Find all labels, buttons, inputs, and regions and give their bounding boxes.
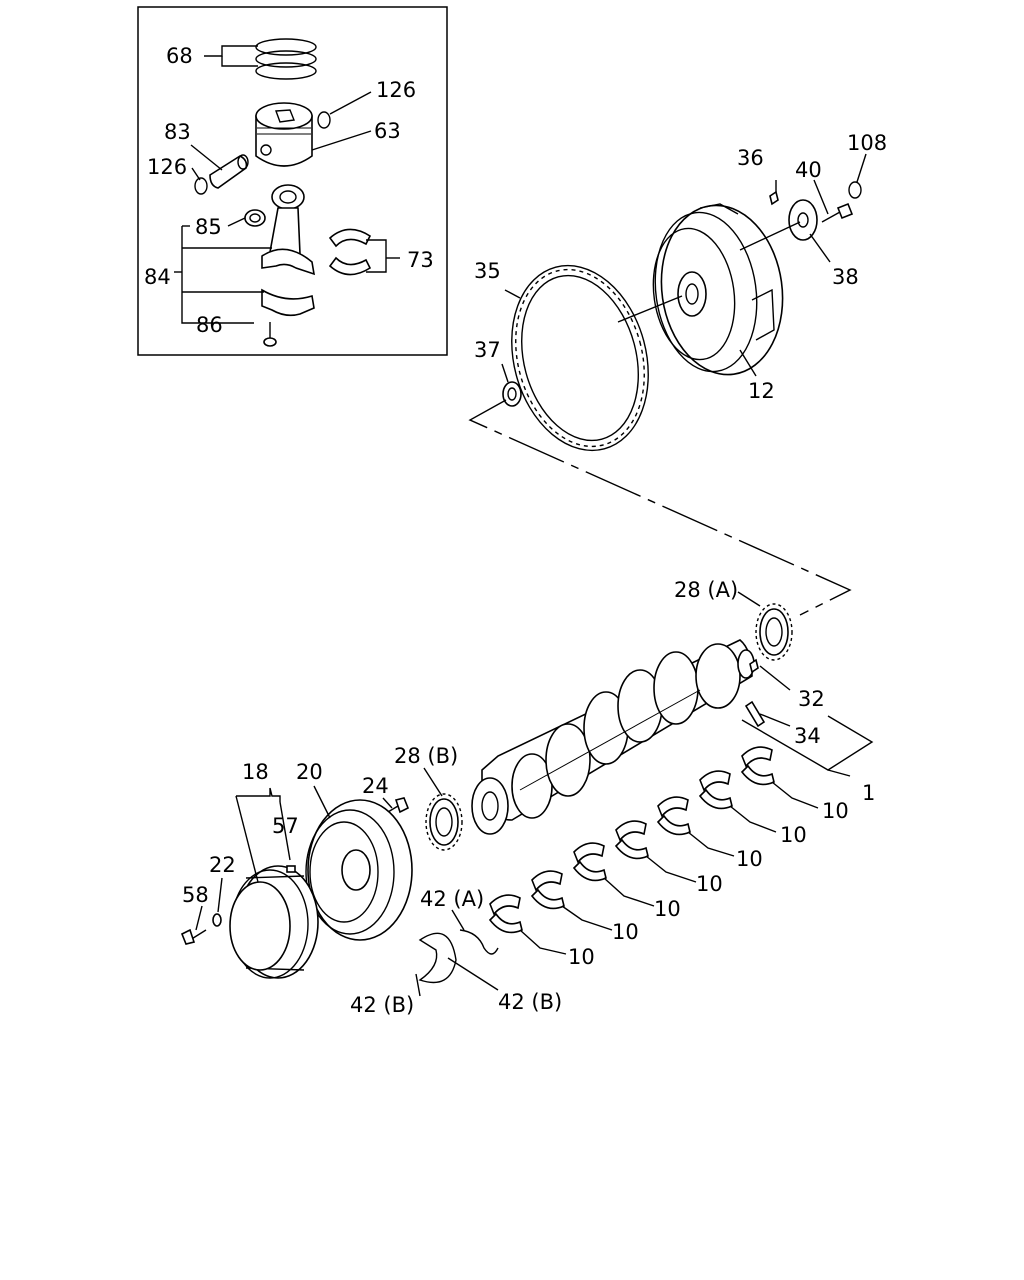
rod-bolt <box>263 322 277 347</box>
label-20: 20 <box>296 760 323 784</box>
inset-leader-lines <box>174 45 400 324</box>
label-10-e: 10 <box>736 847 763 871</box>
label-84: 84 <box>144 265 171 289</box>
label-10-b: 10 <box>612 920 639 944</box>
rod-bearings <box>328 228 372 276</box>
label-22: 22 <box>209 853 236 877</box>
label-73: 73 <box>407 248 434 272</box>
label-10-a: 10 <box>568 945 595 969</box>
crank-gear-b <box>425 793 463 851</box>
bolt-24 <box>387 797 410 814</box>
label-1: 1 <box>862 781 875 805</box>
rod-cap <box>261 288 315 317</box>
label-40: 40 <box>795 158 822 182</box>
label-34: 34 <box>794 724 821 748</box>
ring-gear <box>511 264 649 452</box>
flywheel-plate <box>788 199 818 241</box>
crank-pin-34 <box>744 700 766 728</box>
circlip-lower <box>194 177 208 195</box>
label-36: 36 <box>737 146 764 170</box>
crank-gear-a <box>755 603 793 661</box>
label-10-g: 10 <box>822 799 849 823</box>
flywheel-bolt <box>821 202 854 223</box>
label-63: 63 <box>374 119 401 143</box>
crankshaft <box>471 639 755 835</box>
label-58: 58 <box>182 883 209 907</box>
label-108: 108 <box>847 131 887 155</box>
dowel-pin-36 <box>769 190 779 206</box>
label-83: 83 <box>164 120 191 144</box>
crank-leader-lines <box>195 591 874 997</box>
pin-57 <box>286 865 296 873</box>
label-42b-left: 42 (B) <box>350 993 414 1017</box>
circlip-upper <box>317 111 331 129</box>
small-end-bushing <box>244 209 266 227</box>
washer-22 <box>212 913 222 927</box>
label-126-lower: 126 <box>147 155 187 179</box>
label-85: 85 <box>195 215 222 239</box>
label-12: 12 <box>748 379 775 403</box>
label-28a: 28 (A) <box>674 578 738 602</box>
torsional-damper <box>229 865 319 979</box>
piston-pin <box>209 154 249 189</box>
o-ring-108 <box>848 181 862 199</box>
thrust-washer-42a <box>459 929 499 955</box>
piston <box>255 102 313 167</box>
main-bearings <box>488 746 775 934</box>
bolt-58 <box>180 928 207 945</box>
piston-rings <box>255 38 317 80</box>
label-24: 24 <box>362 774 389 798</box>
label-86: 86 <box>196 313 223 337</box>
label-10-d: 10 <box>696 872 723 896</box>
crank-key-32 <box>749 658 759 674</box>
label-42b-right: 42 (B) <box>498 990 562 1014</box>
label-38: 38 <box>832 265 859 289</box>
inset-frame <box>137 6 448 356</box>
label-32: 32 <box>798 687 825 711</box>
crank-pulley <box>305 799 413 941</box>
label-10-f: 10 <box>780 823 807 847</box>
flywheel <box>652 203 784 376</box>
thrust-washer-42b <box>418 932 457 984</box>
label-37: 37 <box>474 338 501 362</box>
label-57: 57 <box>272 814 299 838</box>
callout-labels: 68 126 63 83 126 85 84 73 86 36 108 40 3… <box>144 44 887 1017</box>
flywheel-leader-lines <box>468 153 867 616</box>
label-18: 18 <box>242 760 269 784</box>
connecting-rod <box>261 184 316 276</box>
label-68: 68 <box>166 44 193 68</box>
label-42a: 42 (A) <box>420 887 484 911</box>
pilot-bearing <box>502 381 522 407</box>
label-28b: 28 (B) <box>394 744 458 768</box>
label-35: 35 <box>474 259 501 283</box>
label-126-upper: 126 <box>376 78 416 102</box>
label-10-c: 10 <box>654 897 681 921</box>
